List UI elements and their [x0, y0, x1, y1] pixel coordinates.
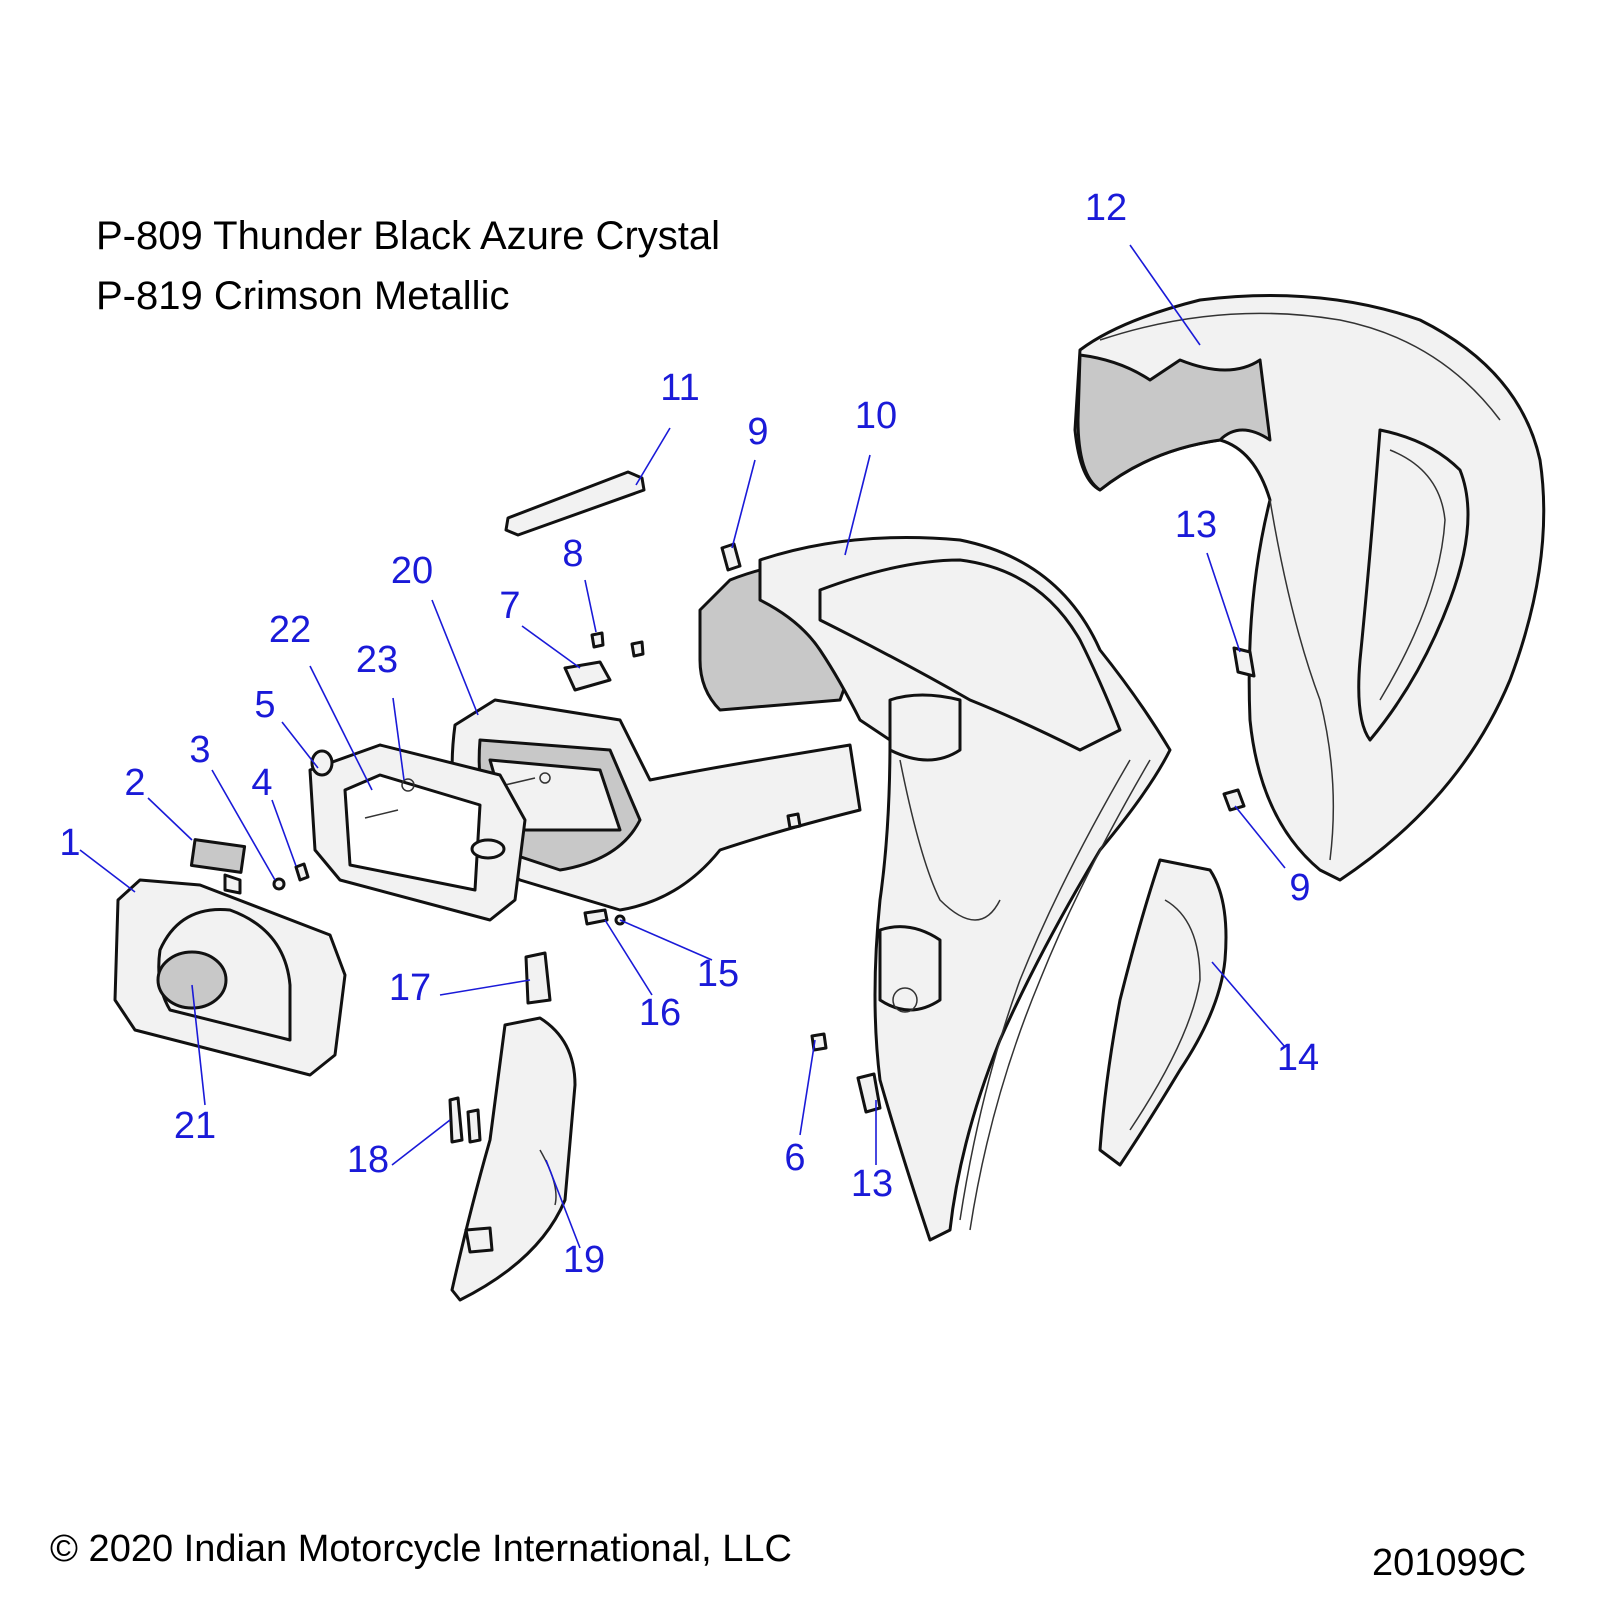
copyright-text: © 2020 Indian Motorcycle International, … — [50, 1528, 792, 1570]
leader-line-22 — [309, 665, 373, 791]
part-14-lower-trim — [1098, 858, 1228, 1167]
part-3-washer — [272, 877, 286, 891]
leader-line-11 — [635, 427, 671, 486]
leader-line-6 — [799, 1039, 816, 1136]
part-1-front-cover — [113, 873, 347, 1077]
callout-label-1: 1 — [59, 822, 80, 864]
callout-label-21: 21 — [174, 1105, 216, 1147]
part-18-fasteners — [448, 1096, 482, 1144]
callout-label-2: 2 — [124, 762, 145, 804]
part-7-bracket — [563, 660, 612, 692]
title-line-2: P-819 Crimson Metallic — [96, 274, 510, 318]
part-6-screw — [810, 1032, 828, 1052]
leader-line-4 — [271, 799, 297, 867]
part-5-bezel-plate — [308, 743, 527, 922]
callout-label-16: 16 — [639, 992, 681, 1034]
callout-label-15: 15 — [697, 953, 739, 995]
callout-label-19: 19 — [563, 1239, 605, 1281]
part-10-inner-fairing — [698, 536, 1172, 1242]
leader-line-18 — [391, 1119, 451, 1166]
part-9-clip-lower — [1222, 788, 1246, 812]
screw-mid — [786, 812, 802, 830]
callout-label-12: 12 — [1085, 187, 1127, 229]
title-line-1: P-809 Thunder Black Azure Crystal — [96, 214, 721, 258]
part-11-trim-strip — [504, 470, 646, 537]
callout-label-14: 14 — [1277, 1037, 1319, 1079]
callout-label-10: 10 — [855, 395, 897, 437]
part-19-lower-bracket — [450, 1016, 577, 1302]
part-4-screw — [294, 862, 310, 882]
drawing-number: 201099C — [1372, 1542, 1527, 1584]
callout-label-23: 23 — [356, 639, 398, 681]
leader-line-7 — [521, 625, 581, 669]
leader-line-21 — [191, 984, 206, 1106]
leader-line-3 — [211, 769, 276, 881]
part-16-pin — [583, 908, 609, 926]
leader-line-16 — [604, 919, 653, 996]
leader-line-23 — [392, 697, 405, 781]
leader-line-9 — [1234, 805, 1286, 869]
leader-line-2 — [147, 797, 193, 841]
callout-label-8: 8 — [562, 533, 583, 575]
callout-label-5: 5 — [254, 684, 275, 726]
leader-line-10 — [844, 454, 871, 556]
leader-line-17 — [439, 979, 531, 996]
callout-label-17: 17 — [389, 967, 431, 1009]
leader-line-15 — [619, 919, 713, 961]
callout-label-3: 3 — [189, 729, 210, 771]
leader-line-19 — [545, 1159, 581, 1249]
callout-label-6: 6 — [784, 1137, 805, 1179]
callout-label-22: 22 — [269, 609, 311, 651]
callout-label-7: 7 — [499, 585, 520, 627]
leader-line-5 — [281, 721, 319, 769]
callout-label-18: 18 — [347, 1139, 389, 1181]
callout-label-9: 9 — [747, 411, 768, 453]
part-13-clip-upper — [1232, 646, 1256, 678]
part-8-screws — [590, 631, 645, 658]
leader-line-1 — [79, 849, 136, 893]
leader-line-14 — [1211, 961, 1286, 1048]
callout-label-11: 11 — [660, 367, 699, 409]
part-12-outer-fairing — [1073, 294, 1546, 882]
callout-label-13: 13 — [1175, 504, 1217, 546]
part-9-clip-upper — [720, 542, 742, 572]
callout-label-9: 9 — [1289, 867, 1310, 909]
part-17-grommet — [524, 951, 552, 1005]
leader-line-9 — [731, 459, 756, 549]
part-13-clip-lower — [856, 1072, 882, 1114]
part-2-badge — [189, 838, 247, 874]
leader-line-8 — [584, 579, 597, 633]
callout-label-4: 4 — [251, 762, 272, 804]
leader-line-12 — [1129, 244, 1201, 346]
callout-label-13: 13 — [851, 1163, 893, 1205]
leader-line-20 — [431, 599, 479, 716]
leader-line-13 — [1206, 552, 1241, 653]
callout-label-20: 20 — [391, 550, 433, 592]
